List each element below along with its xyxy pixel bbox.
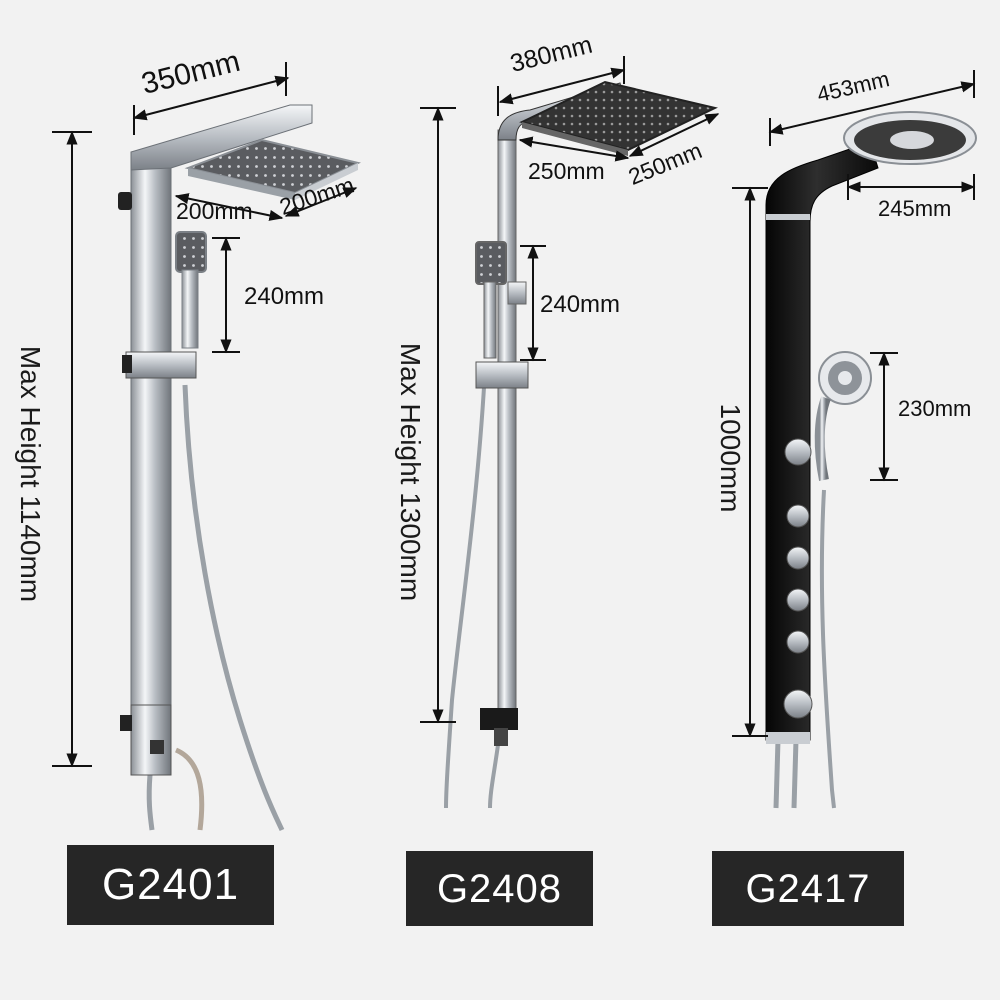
- dim-label-hand: 240mm: [244, 283, 325, 310]
- dim-label-head-w: 250mm: [528, 158, 605, 184]
- dim-line-width: [498, 67, 626, 105]
- hand-shower: [475, 241, 507, 285]
- model-label: G2408: [436, 866, 563, 911]
- body-jet: [786, 630, 810, 654]
- model-badge-g2401: G2401: [67, 845, 274, 925]
- dim-line-head-d: [628, 113, 720, 157]
- body-jet: [784, 438, 812, 466]
- model-label: G2417: [745, 866, 871, 911]
- dim-line-head-w: [174, 193, 284, 221]
- model-badge-g2417: G2417: [712, 851, 904, 926]
- hose: [182, 384, 285, 832]
- dim-label-hand: 230mm: [898, 396, 972, 421]
- dim-label-height: Max Height 1300mm: [395, 342, 426, 602]
- dim-line-width: [132, 75, 290, 121]
- product-g2417-drawing: [732, 70, 977, 809]
- body-jet: [786, 504, 810, 528]
- dim-line-head-w: [518, 136, 630, 162]
- hand-shower: [175, 231, 207, 273]
- dim-label-hand: 240mm: [540, 291, 621, 318]
- dim-line-head-d: [284, 187, 358, 217]
- slider-bracket: [125, 351, 197, 379]
- shower-column: [130, 164, 172, 756]
- hose: [444, 369, 487, 809]
- product-g2408-drawing: [420, 56, 720, 809]
- product-g2401-drawing: [52, 62, 361, 832]
- dim-label-height: 1000mm: [715, 403, 746, 513]
- body-jet: [786, 546, 810, 570]
- dim-label-head-w: 200mm: [176, 198, 253, 224]
- dim-label-head-w: 245mm: [878, 196, 952, 221]
- body-jet: [783, 689, 813, 719]
- shower-rail: [497, 129, 517, 721]
- body-jet: [786, 588, 810, 612]
- dim-label-height: Max Height 1140mm: [15, 345, 46, 603]
- slider-bracket: [475, 361, 529, 389]
- model-label: G2401: [101, 860, 240, 909]
- model-badge-g2408: G2408: [406, 851, 593, 926]
- top-arm: [130, 104, 313, 171]
- dim-line-width: [768, 81, 976, 135]
